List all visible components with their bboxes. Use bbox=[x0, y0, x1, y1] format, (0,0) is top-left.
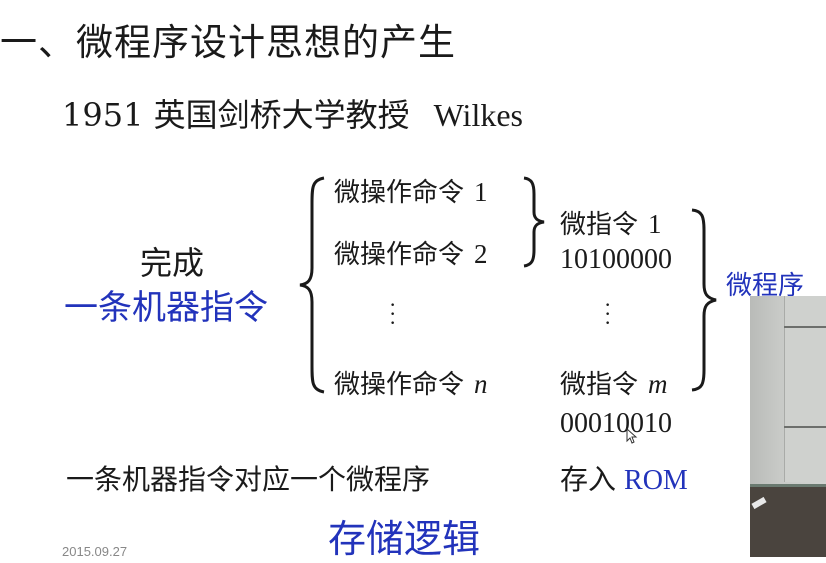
machine-instruction-label: 一条机器指令 bbox=[64, 288, 268, 328]
micro-instruction-label: 微指令 bbox=[560, 370, 639, 400]
slide-title: 一、微程序设计思想的产生 bbox=[0, 21, 456, 64]
micro-instruction-m-code: 00010010 bbox=[560, 408, 672, 439]
micro-op-label: 微操作命令 bbox=[334, 178, 465, 208]
webcam-video-overlay bbox=[750, 296, 826, 557]
left-brace-icon bbox=[299, 176, 325, 394]
micro-instruction-label: 微指令 bbox=[560, 210, 639, 240]
micro-op-index: 2 bbox=[474, 239, 488, 269]
micro-op-index: 1 bbox=[474, 177, 488, 207]
micro-op-2: 微操作命令 2 bbox=[334, 234, 488, 271]
webcam-line bbox=[784, 426, 826, 428]
subtitle-name: Wilkes bbox=[433, 97, 523, 133]
micro-op-n: 微操作命令 n bbox=[334, 364, 488, 401]
subtitle-cn: 1951 英国剑桥大学教授 bbox=[62, 96, 410, 134]
micro-op-label: 微操作命令 bbox=[334, 370, 465, 400]
right-brace-large-icon bbox=[691, 208, 717, 392]
webcam-floor bbox=[750, 484, 826, 557]
vdots-icon: ··· bbox=[604, 292, 612, 335]
correspondence-text: 一条机器指令对应一个微程序 bbox=[66, 463, 431, 496]
webcam-line bbox=[784, 326, 826, 328]
slide-subtitle: 1951 英国剑桥大学教授 Wilkes bbox=[62, 90, 523, 136]
micro-instruction-index: m bbox=[648, 369, 668, 399]
slide-date: 2015.09.27 bbox=[62, 544, 128, 559]
vdots-icon: ··· bbox=[389, 292, 397, 335]
micro-instruction-m: 微指令 m bbox=[560, 364, 668, 401]
complete-label: 完成 bbox=[140, 244, 205, 282]
webcam-wall-panel bbox=[784, 296, 826, 482]
micro-op-index: n bbox=[474, 369, 488, 399]
micro-instruction-1-code: 10100000 bbox=[560, 244, 672, 275]
micro-instruction-index: 1 bbox=[648, 209, 662, 239]
right-brace-small-icon bbox=[523, 176, 545, 268]
storage-logic-label: 存储逻辑 bbox=[328, 517, 481, 561]
mouse-cursor-icon bbox=[626, 427, 638, 444]
rom-label: ROM bbox=[624, 465, 688, 496]
micro-op-label: 微操作命令 bbox=[334, 240, 465, 270]
micro-op-1: 微操作命令 1 bbox=[334, 172, 488, 209]
store-in-label: 存入 bbox=[560, 463, 617, 496]
micro-instruction-1: 微指令 1 bbox=[560, 204, 662, 241]
